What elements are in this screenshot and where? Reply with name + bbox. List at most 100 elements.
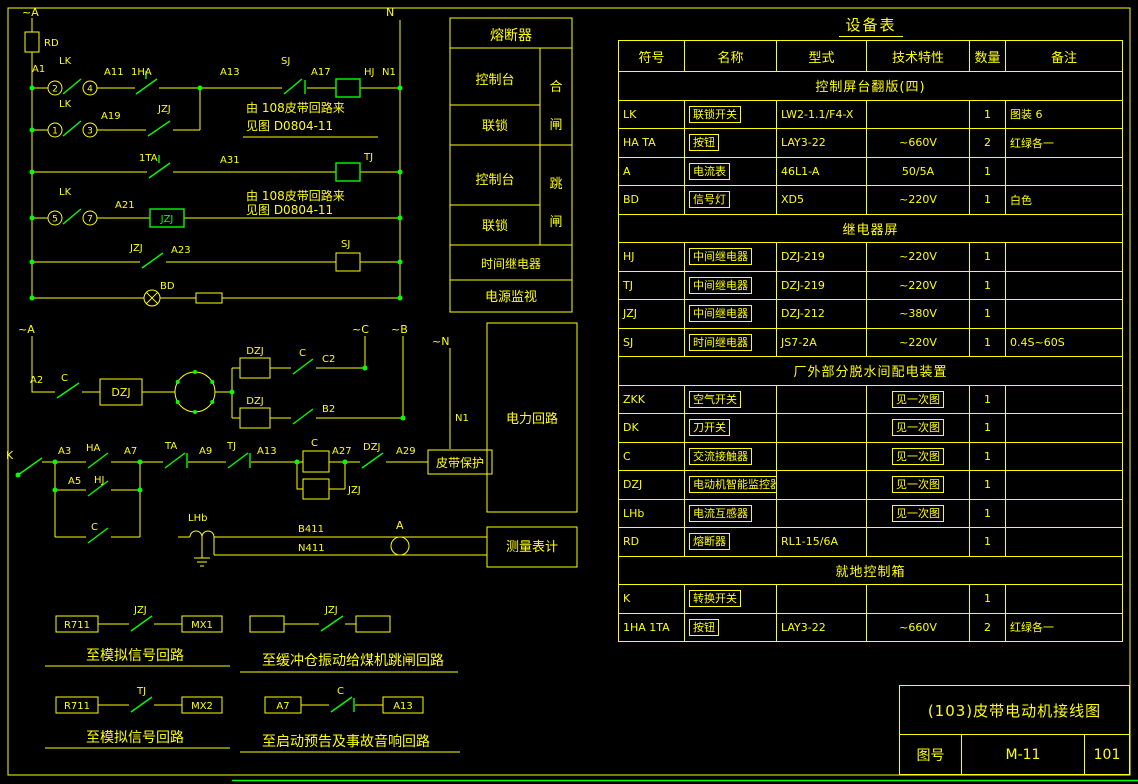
power-circuit-box [486, 322, 578, 513]
table-cell [1005, 299, 1123, 329]
terminal-3 [82, 122, 98, 138]
lamp-bd [143, 289, 161, 307]
table-cell: 熔断器 [684, 527, 777, 557]
wire-label-b2: B2 [322, 404, 335, 415]
cell-text: 刀开关 [689, 419, 730, 437]
equipment-table-title: 设备表 [618, 14, 1124, 37]
terminal-2 [47, 80, 63, 96]
dzj-monitor-label: DZJ [111, 386, 130, 399]
cell-text: 见一次图 [892, 504, 944, 522]
table-cell: 1 [969, 185, 1006, 215]
table-cell: 1 [969, 299, 1006, 329]
table-cell: 转换开关 [684, 584, 777, 614]
coil-tj [335, 162, 361, 182]
table-header-row: 符号 名称 型式 技术特性 数量 备注 [618, 40, 1123, 72]
table-section-title: 就地控制箱 [618, 555, 1123, 585]
fuse-rd-label: RD [44, 38, 59, 49]
terminal-5 [47, 210, 63, 226]
contact-symbols [17, 71, 384, 713]
drawing-no-value: M-11 [962, 735, 1085, 774]
lk-label-3: LK [59, 187, 72, 198]
table-cell: 50/5A [866, 156, 970, 186]
wire-label-a11: A11 [104, 67, 124, 78]
table-cell [1005, 498, 1123, 528]
table-cell: 电动机智能监控器 [684, 470, 777, 500]
table-cell [776, 498, 867, 528]
table-cell: RL1-15/6A [776, 527, 867, 557]
cell-text: 按钮 [689, 134, 719, 152]
coil-c-label: C [311, 438, 318, 449]
table-cell [866, 527, 970, 557]
cell-text: 熔断器 [689, 533, 730, 551]
lamp-x [145, 291, 159, 305]
table-cell: 中间继电器 [684, 242, 777, 272]
col-header-name: 名称 [684, 40, 777, 72]
legend-power-monitor: 电源监视 [485, 290, 537, 305]
coil-c-box [302, 450, 330, 473]
table-cell: 红绿各一 [1005, 128, 1123, 158]
wire-label-n1: N1 [382, 67, 396, 78]
phase-n-label: ~N [432, 335, 449, 348]
wire-label-a13b: A13 [257, 446, 277, 457]
legend-interlock-2: 联锁 [482, 218, 508, 234]
power-circuit [31, 322, 578, 513]
box-r711-label-2: R711 [64, 701, 90, 712]
metering-box [486, 526, 578, 568]
terminal-1 [47, 122, 63, 138]
terminal-box-mx1 [181, 615, 223, 633]
box-a13-label: A13 [393, 701, 413, 712]
contact-c-label-1: C [61, 373, 68, 384]
ct-symbol [189, 530, 215, 538]
wire-label-a2: A2 [30, 375, 43, 386]
table-cell: HA TA [618, 128, 685, 158]
table-cell: 见一次图 [866, 470, 970, 500]
metering-label: 测量表计 [506, 540, 558, 555]
table-cell: ~220V [866, 185, 970, 215]
table-cell: 1 [969, 441, 1006, 471]
table-cell [866, 584, 970, 614]
table-cell: LAY3-22 [776, 612, 867, 642]
table-cell: 1 [969, 156, 1006, 186]
metering-circuit [178, 526, 578, 568]
cell-text: 联锁开关 [689, 105, 741, 123]
equipment-table-title-text: 设备表 [839, 16, 903, 37]
contact-tj-label: TJ [226, 441, 236, 452]
coil-hj-label: HJ [364, 67, 374, 78]
col-header-symbol: 符号 [618, 40, 685, 72]
table-cell: JZJ [618, 299, 685, 329]
table-cell: ~220V [866, 270, 970, 300]
ct-lhb-label: LHb [188, 513, 207, 524]
cell-text: 见一次图 [892, 447, 944, 465]
cell-text: 中间继电器 [689, 248, 752, 266]
terminal-3-num: 3 [87, 127, 93, 137]
title-block-bottom-row: 图号 M-11 101 [900, 735, 1129, 774]
button-1ha-label: 1HA [131, 67, 152, 78]
contact-jzj-out1-label: JZJ [133, 605, 147, 616]
table-cell [776, 470, 867, 500]
contact-dzj-label: DZJ [363, 442, 381, 453]
table-cell [866, 99, 970, 129]
table-cell: 交流接触器 [684, 441, 777, 471]
coil-jzj-box [302, 478, 330, 500]
table-section-title: 厂外部分脱水间配电装置 [618, 356, 1123, 386]
legend-time-relay: 时间继电器 [481, 257, 541, 271]
col-header-remark: 备注 [1005, 40, 1123, 72]
outgoing-circuits [45, 615, 460, 753]
table-cell: DZJ-219 [776, 270, 867, 300]
ammeter-label: A [396, 519, 404, 532]
cell-text: 空气开关 [689, 390, 741, 408]
legend-interlock-1: 联锁 [482, 118, 508, 134]
terminal-2-num: 2 [52, 85, 58, 95]
wire-label-a29: A29 [396, 446, 416, 457]
drawing-no-label: 图号 [900, 735, 962, 774]
lk-label-1: LK [59, 56, 72, 67]
motor-dot [175, 380, 180, 384]
table-cell: RD [618, 527, 685, 557]
box-mx2-label: MX2 [191, 701, 213, 712]
table-cell: 刀开关 [684, 413, 777, 443]
table-cell: DZJ-219 [776, 242, 867, 272]
table-cell [1005, 156, 1123, 186]
terminal-box-r711-2 [55, 696, 99, 714]
